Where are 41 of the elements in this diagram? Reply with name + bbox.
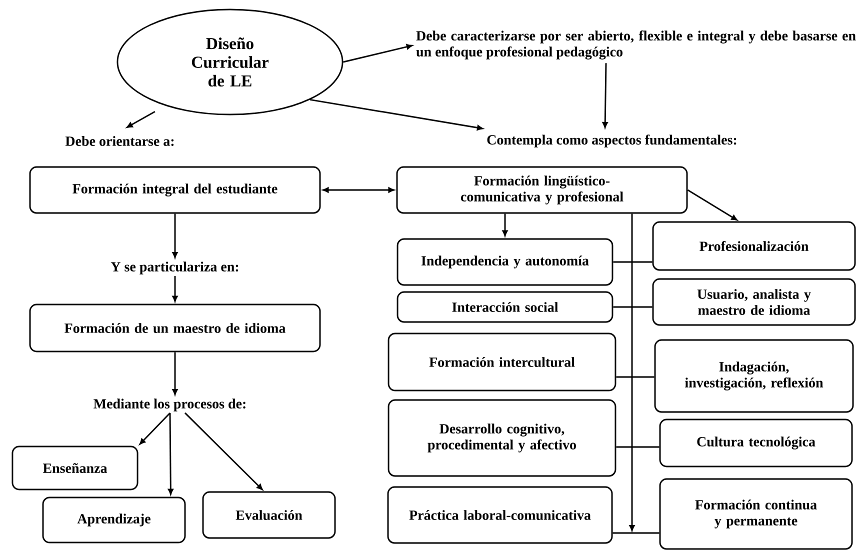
rounded-box: Formación de un maestro de idioma xyxy=(29,304,321,352)
rounded-box: Formación integral del estudiante xyxy=(29,166,321,214)
rounded-box: Enseñanza xyxy=(12,446,138,490)
rounded-box: Formación intercultural xyxy=(388,332,616,392)
arrow xyxy=(126,111,156,128)
rounded-box: Formación lingüístico-comunicativa y profesional xyxy=(396,166,688,214)
ellipse-node: Diseño Curricular de LE xyxy=(116,8,344,116)
arrow xyxy=(310,98,484,130)
arrow xyxy=(172,276,178,302)
heading-text: Debe orientarse a: xyxy=(65,136,174,146)
rounded-box: Independencia y autonomía xyxy=(396,238,614,286)
rounded-box: Interacción social xyxy=(396,291,614,323)
rounded-box: Formación continua y permanente xyxy=(659,478,853,550)
arrow xyxy=(172,214,178,258)
rounded-box: Aprendizaje xyxy=(42,496,186,544)
rounded-box: Cultura tecnológica xyxy=(659,418,853,468)
heading-text: Mediante los procesos de: xyxy=(94,398,246,412)
rounded-box: Profesionalización xyxy=(652,221,856,271)
connector-line xyxy=(613,306,652,308)
arrow xyxy=(168,412,174,495)
rounded-box: Desarrollo cognitivo, procedimental y afectivo xyxy=(388,399,616,477)
heading-text: Contempla como aspectos fundamentales: xyxy=(487,134,736,148)
rounded-box: Indagación, investigación, reflexión xyxy=(654,339,854,413)
arrow xyxy=(502,214,508,236)
connector-line xyxy=(616,446,660,448)
arrow xyxy=(172,352,178,396)
rounded-box: Evaluación xyxy=(202,491,336,539)
rounded-box: Práctica laboral-comunicativa xyxy=(387,486,613,544)
rounded-box: Usuario, analista y maestro de idioma xyxy=(652,278,856,326)
arrow xyxy=(184,412,263,490)
connector-line xyxy=(616,376,654,378)
connector-line xyxy=(612,532,660,534)
arrow xyxy=(602,63,608,128)
arrow xyxy=(322,187,394,193)
connector-line xyxy=(613,261,652,263)
note-text: Debe caracterizarse por ser abierto, flexible e integral y debe basarse en un enfoque profesional pedagógico xyxy=(416,30,856,60)
arrow xyxy=(629,214,635,531)
arrow xyxy=(687,189,738,221)
arrow xyxy=(343,44,412,63)
heading-text: Y se particulariza en: xyxy=(110,262,238,274)
arrow xyxy=(139,412,171,445)
